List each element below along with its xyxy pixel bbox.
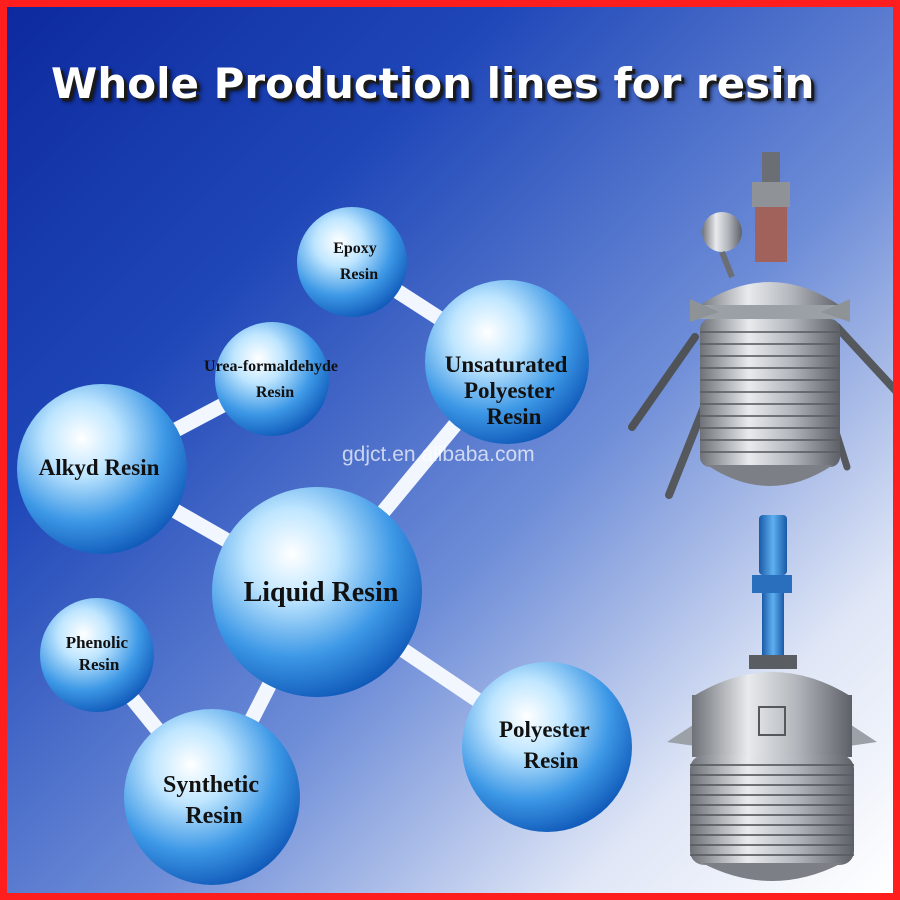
svg-text:Epoxy Resin: Epoxy Resin (333, 240, 381, 283)
bubble-epoxy (297, 207, 407, 317)
watermark: gdjct.en.alibaba.com (342, 443, 535, 466)
label-phenolic-line2: Resin (79, 655, 120, 674)
label-urea-line2: Resin (256, 384, 294, 401)
reactor-vessel-icon (667, 515, 877, 881)
node-synthetic: Synthetic Resin (124, 709, 300, 885)
node-polyester: Polyester Resin (462, 662, 632, 832)
label-synthetic-line2: Resin (185, 803, 242, 829)
label-epoxy-line2: Resin (340, 266, 378, 283)
label-epoxy-line1: Epoxy (333, 240, 377, 257)
svg-text:Phenolic Resin: Phenolic Resin (66, 633, 133, 674)
label-unsaturated-line3: Resin (487, 404, 542, 429)
label-liquid-line1: Liquid Resin (244, 577, 399, 608)
svg-text:Polyester Resin: Polyester Resin (499, 717, 595, 773)
bubble-synthetic (124, 709, 300, 885)
label-alkyd-line1: Alkyd Resin (39, 455, 160, 480)
node-alkyd: Alkyd Resin (17, 384, 187, 554)
label-unsaturated-line1: Unsaturated (445, 352, 568, 377)
page-title: Whole Production lines for resin (51, 59, 815, 108)
bubble-urea (215, 322, 329, 436)
bubble-alkyd (17, 384, 187, 554)
reactor-vessel-icon (628, 152, 893, 499)
label-polyester-line1: Polyester (499, 717, 589, 742)
node-phenolic: Phenolic Resin (40, 598, 154, 712)
bubble-unsaturated (425, 280, 589, 444)
bubble-polyester (462, 662, 632, 832)
svg-text:Urea-formaldehyde Resi: Urea-formaldehyde Resin (204, 358, 342, 401)
label-polyester-line2: Resin (524, 748, 579, 773)
label-urea-line1: Urea-formaldehyde (204, 358, 338, 375)
label-phenolic-line1: Phenolic (66, 633, 129, 652)
node-unsaturated: Unsaturated Polyester Resin (425, 280, 589, 444)
bubble-liquid (212, 487, 422, 697)
node-liquid: Liquid Resin (212, 487, 422, 697)
svg-text:Synthetic Resin: Synthetic Resin (163, 772, 265, 829)
node-urea: Urea-formaldehyde Resin (204, 322, 342, 436)
label-unsaturated-line2: Polyester (464, 378, 554, 403)
svg-text:Unsaturated Polyester: Unsaturated Polyester Resin (445, 352, 573, 429)
node-epoxy: Epoxy Resin (297, 207, 407, 317)
svg-text:Alkyd Resin: Alkyd Resin (39, 455, 160, 480)
bubble-phenolic (40, 598, 154, 712)
label-synthetic-line1: Synthetic (163, 772, 259, 798)
resin-diagram: Epoxy Resin Unsaturated Polyester Resin … (17, 152, 893, 885)
svg-text:Liquid Resin: Liquid Resin (244, 577, 399, 608)
